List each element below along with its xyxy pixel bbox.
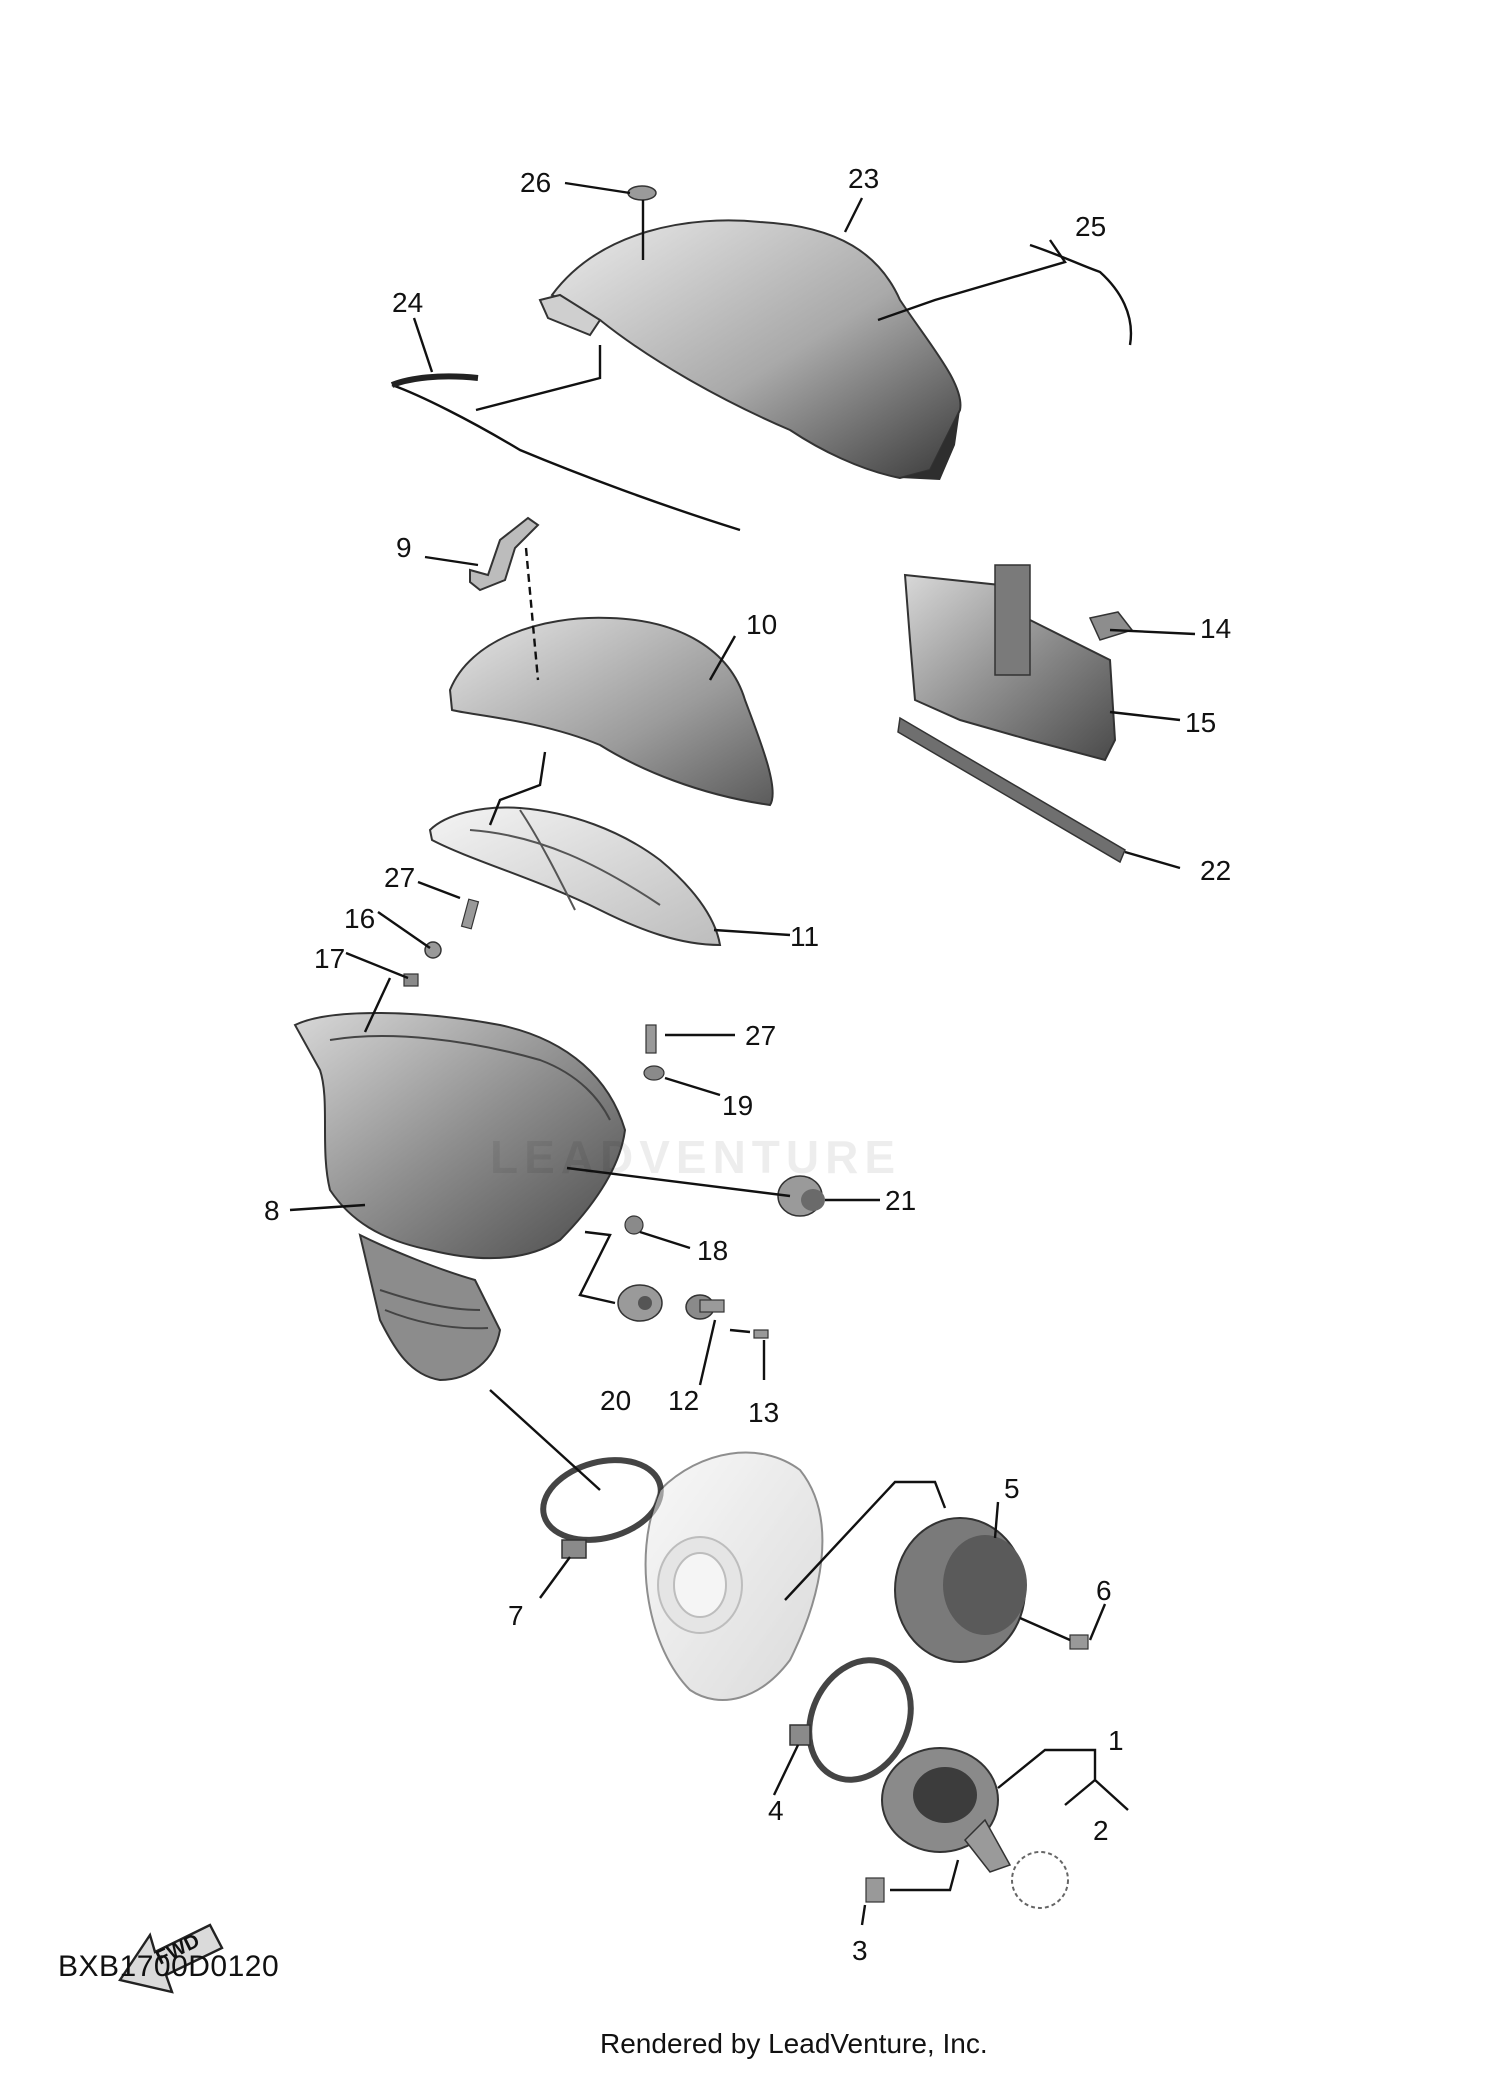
callout-19: 19 xyxy=(722,1090,753,1121)
part-5-sensor-cover xyxy=(894,1517,1027,1663)
part-20-sensor xyxy=(617,1284,663,1322)
callout-26: 26 xyxy=(520,167,551,198)
callout-24: 24 xyxy=(392,287,423,318)
part-19-grommet xyxy=(643,1065,665,1081)
callout-8: 8 xyxy=(264,1195,280,1226)
callout-3: 3 xyxy=(852,1935,868,1966)
callout-15: 15 xyxy=(1185,707,1216,738)
callout-labels: 26 23 25 24 9 10 14 15 22 11 27 16 17 27… xyxy=(264,163,1231,1966)
part-14-clip xyxy=(1088,611,1134,641)
callout-14: 14 xyxy=(1200,613,1231,644)
callout-20: 20 xyxy=(600,1385,631,1416)
part-4-hose-clamp xyxy=(789,1657,914,1783)
part-8-air-box xyxy=(293,1012,627,1382)
callout-12: 12 xyxy=(668,1385,699,1416)
part-27-bolt-lower xyxy=(645,1024,657,1054)
part-7-hose-clamp xyxy=(540,1457,664,1559)
part-2-o-ring xyxy=(1011,1851,1069,1909)
part-22-seal-rod xyxy=(897,716,1126,864)
leader-lines xyxy=(289,181,1196,1926)
callout-6: 6 xyxy=(1096,1575,1112,1606)
callout-13: 13 xyxy=(748,1397,779,1428)
part-17-nut xyxy=(403,973,419,987)
fwd-arrow: FWD xyxy=(118,1923,224,1994)
diagram-code: BXB1700D0120 xyxy=(58,1950,280,1983)
callout-2: 2 xyxy=(1093,1815,1109,1846)
part-21-joint xyxy=(777,1175,825,1217)
part-9-bracket xyxy=(469,516,540,592)
callout-27b: 27 xyxy=(745,1020,776,1051)
callout-17: 17 xyxy=(314,943,345,974)
part-10-filter-cover xyxy=(448,616,774,807)
part-1-intake-joint xyxy=(881,1747,1012,1873)
part-24-seal-strip xyxy=(390,373,741,532)
callout-25: 25 xyxy=(1075,211,1106,242)
watermark: LEADVENTURE xyxy=(490,1131,902,1183)
callout-16: 16 xyxy=(344,903,375,934)
part-25-wire xyxy=(1029,243,1133,346)
part-27-bolt-upper xyxy=(460,898,480,930)
callout-18: 18 xyxy=(697,1235,728,1266)
part-26-grommet xyxy=(627,185,657,201)
callout-11: 11 xyxy=(790,921,819,952)
callout-22: 22 xyxy=(1200,855,1231,886)
callout-5: 5 xyxy=(1004,1473,1020,1504)
part-23-upper-shell xyxy=(538,219,962,480)
callout-1: 1 xyxy=(1108,1725,1124,1756)
throttle-body xyxy=(644,1451,824,1701)
part-15-side-duct xyxy=(903,564,1117,762)
part-16-washer xyxy=(424,941,442,959)
part-6-screw xyxy=(1069,1634,1089,1650)
callout-4: 4 xyxy=(768,1795,784,1826)
part-18-collar xyxy=(624,1215,644,1235)
callout-9: 9 xyxy=(396,532,412,563)
callout-7: 7 xyxy=(508,1600,524,1631)
callout-23: 23 xyxy=(848,163,879,194)
callout-21: 21 xyxy=(885,1185,916,1216)
callout-27a: 27 xyxy=(384,862,415,893)
part-11-filter-element xyxy=(428,806,722,947)
callout-10: 10 xyxy=(746,609,777,640)
part-3-bolt xyxy=(865,1877,885,1903)
part-13-screw xyxy=(753,1329,769,1339)
render-credit: Rendered by LeadVenture, Inc. xyxy=(600,2028,988,2059)
part-12-sensor xyxy=(685,1294,725,1320)
